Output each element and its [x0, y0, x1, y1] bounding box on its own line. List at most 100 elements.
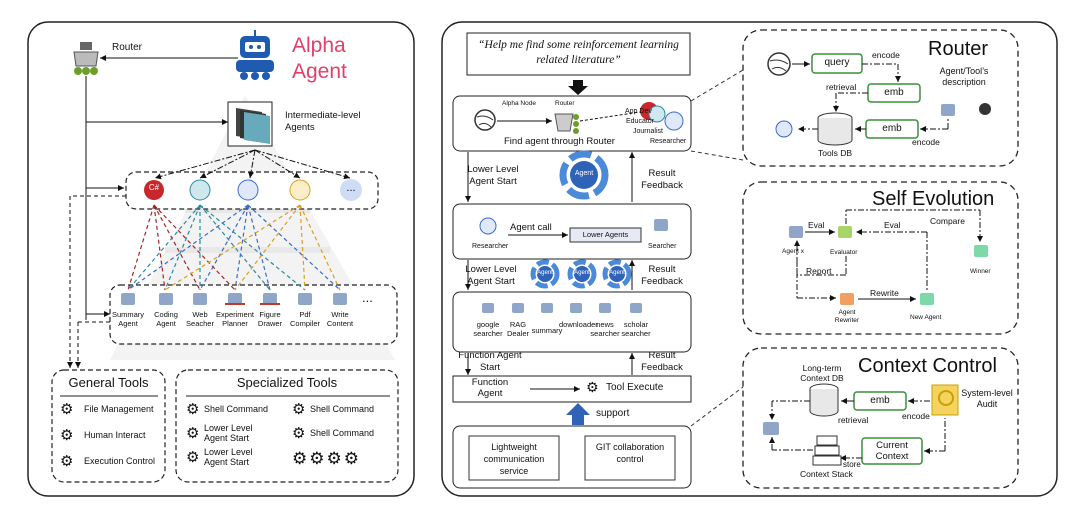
agent-label: Coding Agent — [154, 310, 178, 328]
agent-x-label: Agent x — [782, 248, 805, 255]
gear-icon: ⚙ — [292, 400, 306, 418]
gear-icon: ⚙ — [60, 400, 74, 418]
evaluator-label: Evaluator — [830, 249, 858, 256]
lower-level-start-2: Lower Level Agent Start — [465, 264, 517, 287]
specialized-tool-item: Shell Command — [310, 404, 375, 414]
report-label: Report — [806, 266, 832, 276]
agent-rewriter-label: Agent Rewriter — [834, 309, 860, 324]
encode-label-2: encode — [912, 137, 940, 147]
journalist-label: Journalist — [633, 128, 663, 135]
function-agent-start: Function Agent Start — [458, 350, 522, 373]
audit-label: System-level Audit — [961, 388, 1013, 409]
gear-icon-row: ⚙⚙⚙⚙ — [292, 449, 361, 469]
agent-label: Pdf Compiler — [289, 310, 320, 328]
encode-label-1: encode — [872, 50, 900, 60]
specialized-tool-item: Lower Level Agent Start — [204, 447, 253, 467]
gear-icon: ⚙ — [60, 426, 74, 444]
agent-label: Experiment Planner — [216, 310, 254, 328]
intermediate-stack-icon — [227, 101, 273, 147]
tool-row-label: news searcher — [590, 320, 620, 338]
tool-execute-label: Tool Execute — [606, 382, 664, 393]
eval-label-2: Eval — [884, 220, 901, 230]
current-context-label: Current Context — [875, 440, 909, 462]
alpha-robot-icon — [236, 30, 274, 80]
csharp-icon: C# — [148, 183, 160, 192]
alpha-node-label: Alpha Node — [502, 100, 536, 107]
tool-row-label: downloader — [559, 320, 598, 329]
description-label: Agent/Tool’s description — [939, 66, 989, 87]
gear-icon: ⚙ — [292, 424, 306, 442]
query-box-label: query — [824, 57, 850, 68]
specialized-tool-item: Shell Command — [310, 428, 375, 438]
gear-icon: ⚙ — [586, 380, 599, 396]
result-feedback-2: Result Feedback — [641, 264, 683, 287]
result-feedback-3: Result Feedback — [641, 350, 683, 373]
support-label: support — [596, 408, 630, 419]
mini-agent-label: Agent — [574, 270, 590, 276]
mini-agent-label: Agent — [537, 270, 553, 276]
function-agent-label: Function Agent — [471, 377, 509, 399]
intermediate-label: Intermediate-level Agents — [285, 110, 361, 133]
specialized-tools-title: Specialized Tools — [236, 375, 338, 390]
app-dev-label: App Dev — [625, 108, 652, 115]
store-label: store — [843, 460, 861, 469]
result-feedback-1: Result Feedback — [641, 168, 683, 191]
general-tool-item: File Management — [84, 404, 154, 414]
context-control-title: Context Control — [858, 355, 997, 377]
agent-label: Summary Agent — [111, 310, 145, 328]
emb-label-1: emb — [884, 87, 904, 98]
agent-label: Figure Drawer — [257, 310, 283, 328]
context-encode-label: encode — [902, 411, 930, 421]
context-db-label: Long-term Context DB — [800, 363, 844, 383]
router-title: Router — [928, 38, 989, 60]
gear-icon: ⚙ — [60, 452, 74, 470]
self-evolution-title: Self Evolution — [872, 188, 995, 210]
general-tool-item: Human Interact — [84, 430, 146, 440]
context-stack-label: Context Stack — [800, 469, 853, 479]
find-caption: Find agent through Router — [504, 136, 615, 147]
emb-label-2: emb — [882, 123, 902, 134]
tool-row-label: scholar searcher — [621, 320, 651, 338]
general-tool-item: Execution Control — [84, 456, 156, 466]
tool-row-label: google searcher — [473, 320, 503, 338]
researcher-label: Researcher — [472, 243, 509, 250]
context-retrieval-label: retrieval — [838, 415, 869, 425]
agent-call-label: Agent call — [510, 222, 552, 233]
new-agent-label: New Agent — [910, 314, 942, 321]
compare-label: Compare — [930, 216, 965, 226]
searcher-label: Searcher — [648, 243, 677, 250]
researcher-label-top: Researcher — [650, 138, 687, 145]
tools-db-label: Tools DB — [817, 148, 852, 158]
gear-icon: ⚙ — [186, 400, 200, 418]
agent-label: Write Content — [326, 310, 354, 328]
brand-line1: Alpha — [292, 34, 346, 57]
agent-label: Web Seacher — [186, 310, 214, 328]
tool-row-label: RAG Dealer — [506, 320, 530, 338]
general-tools-title: General Tools — [68, 375, 149, 390]
router-label: Router — [112, 42, 143, 53]
lower-level-start-1: Lower Level Agent Start — [467, 164, 519, 187]
specialized-tool-item: Lower Level Agent Start — [204, 423, 253, 443]
educator-label: Educator — [626, 118, 655, 125]
more-intermediate: ... — [346, 182, 356, 194]
eval-label-1: Eval — [808, 220, 825, 230]
rewrite-label: Rewrite — [870, 288, 899, 298]
retrieval-label: retrieval — [826, 82, 857, 92]
specialized-tool-item: Shell Command — [204, 404, 269, 414]
find-router-label: Router — [555, 100, 575, 107]
gear-icon: ⚙ — [186, 448, 200, 466]
lower-agents-label: Lower Agents — [582, 230, 629, 239]
tool-row-label: summary — [531, 326, 563, 335]
git-control-label: GIT collaboration control — [595, 442, 665, 464]
more-agents: ... — [362, 290, 373, 305]
context-emb-label: emb — [870, 395, 890, 406]
gear-icon: ⚙ — [186, 424, 200, 442]
lightweight-service-label: Lightweight communication service — [483, 442, 545, 476]
query-text: “Help me find some reinforcement learnin… — [478, 39, 679, 66]
brand-line2: Agent — [292, 60, 347, 83]
winner-label: Winner — [970, 268, 991, 275]
router-node-icon — [73, 42, 99, 75]
mini-agent-label: Agent — [609, 270, 625, 276]
agent-cycle-label: Agent — [574, 170, 594, 177]
